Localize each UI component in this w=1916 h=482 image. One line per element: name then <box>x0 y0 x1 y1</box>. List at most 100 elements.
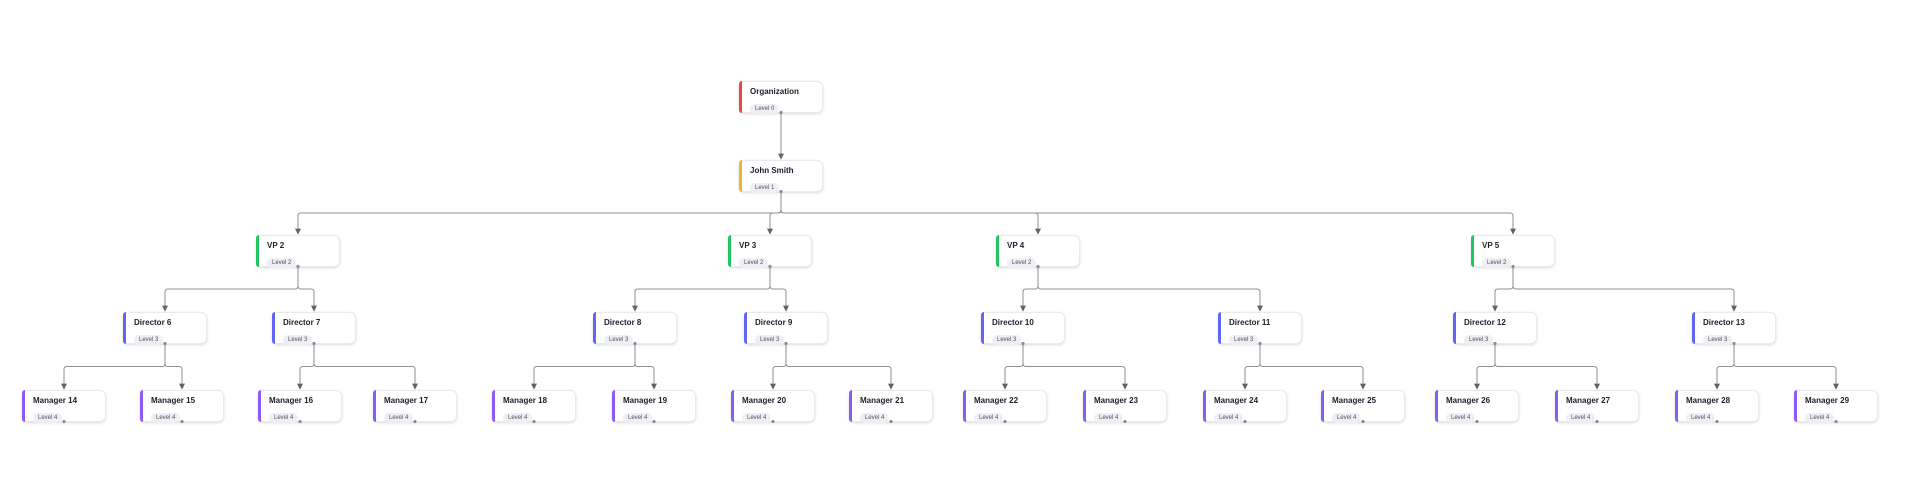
edge-director-12-to-manager-26 <box>1474 344 1496 390</box>
node-level-badge: Level 3 <box>604 335 634 345</box>
node-level-badge: Level 1 <box>750 183 780 193</box>
org-node-director-7[interactable]: Director 7 Level 3 <box>272 312 356 345</box>
node-accent-bar <box>1675 390 1678 422</box>
edge-director-12-to-manager-27 <box>1494 344 1600 390</box>
node-level-badge: Level 4 <box>1446 413 1476 423</box>
org-node-manager-28[interactable]: Manager 28 Level 4 <box>1675 390 1759 423</box>
node-handle-bottom[interactable] <box>1732 342 1736 345</box>
org-node-director-13[interactable]: Director 13 Level 3 <box>1692 312 1776 345</box>
org-node-john-smith[interactable]: John Smith Level 1 <box>739 160 823 193</box>
node-handle-bottom[interactable] <box>779 190 783 193</box>
node-title: VP 4 <box>1007 241 1025 250</box>
node-handle-bottom[interactable] <box>1258 342 1262 345</box>
org-node-vp-3[interactable]: VP 3 Level 2 <box>728 235 812 268</box>
node-title: Manager 16 <box>269 396 314 405</box>
node-accent-bar <box>1471 235 1474 267</box>
org-node-manager-25[interactable]: Manager 25 Level 4 <box>1321 390 1405 423</box>
node-handle-bottom[interactable] <box>1021 342 1025 345</box>
node-title: Manager 22 <box>974 396 1019 405</box>
org-node-manager-21[interactable]: Manager 21 Level 4 <box>849 390 933 423</box>
node-handle-bottom[interactable] <box>779 111 783 114</box>
node-handle-bottom[interactable] <box>1123 420 1127 423</box>
node-handle-bottom[interactable] <box>889 420 893 423</box>
node-accent-bar <box>1453 312 1456 344</box>
node-handle-bottom[interactable] <box>413 420 417 423</box>
node-accent-bar <box>981 312 984 344</box>
node-handle-bottom[interactable] <box>784 342 788 345</box>
edge-vp-5-to-director-12 <box>1492 267 1514 312</box>
org-node-vp-4[interactable]: VP 4 Level 2 <box>996 235 1080 268</box>
org-node-manager-17[interactable]: Manager 17 Level 4 <box>373 390 457 423</box>
node-handle-bottom[interactable] <box>1475 420 1479 423</box>
node-level-badge: Level 4 <box>742 413 772 423</box>
org-node-director-12[interactable]: Director 12 Level 3 <box>1453 312 1537 345</box>
org-node-manager-16[interactable]: Manager 16 Level 4 <box>258 390 342 423</box>
org-node-manager-18[interactable]: Manager 18 Level 4 <box>492 390 576 423</box>
edge-vp-3-to-director-9 <box>769 267 789 312</box>
org-node-manager-19[interactable]: Manager 19 Level 4 <box>612 390 696 423</box>
node-title: Manager 14 <box>33 396 78 405</box>
edge-john-smith-to-vp-2 <box>295 192 782 235</box>
node-accent-bar <box>1218 312 1221 344</box>
node-level-badge: Level 4 <box>269 413 299 423</box>
node-handle-bottom[interactable] <box>62 420 66 423</box>
node-handle-bottom[interactable] <box>771 420 775 423</box>
edge-director-11-to-manager-24 <box>1242 344 1261 390</box>
org-node-manager-15[interactable]: Manager 15 Level 4 <box>140 390 224 423</box>
node-accent-bar <box>373 390 376 422</box>
node-accent-bar <box>1435 390 1438 422</box>
node-level-badge: Level 3 <box>992 335 1022 345</box>
org-node-director-10[interactable]: Director 10 Level 3 <box>981 312 1065 345</box>
org-node-manager-24[interactable]: Manager 24 Level 4 <box>1203 390 1287 423</box>
node-handle-bottom[interactable] <box>1361 420 1365 423</box>
org-node-manager-26[interactable]: Manager 26 Level 4 <box>1435 390 1519 423</box>
org-node-director-11[interactable]: Director 11 Level 3 <box>1218 312 1302 345</box>
node-handle-bottom[interactable] <box>1003 420 1007 423</box>
node-handle-bottom[interactable] <box>652 420 656 423</box>
org-node-vp-2[interactable]: VP 2 Level 2 <box>256 235 340 268</box>
node-handle-bottom[interactable] <box>1511 265 1515 268</box>
edge-director-6-to-manager-15 <box>164 344 185 390</box>
node-handle-bottom[interactable] <box>296 265 300 268</box>
node-accent-bar <box>256 235 259 267</box>
node-handle-bottom[interactable] <box>532 420 536 423</box>
node-accent-bar <box>1203 390 1206 422</box>
node-handle-bottom[interactable] <box>633 342 637 345</box>
node-handle-bottom[interactable] <box>1834 420 1838 423</box>
node-handle-bottom[interactable] <box>312 342 316 345</box>
org-node-manager-29[interactable]: Manager 29 Level 4 <box>1794 390 1878 423</box>
org-node-director-9[interactable]: Director 9 Level 3 <box>744 312 828 345</box>
node-accent-bar <box>849 390 852 422</box>
node-title: Manager 21 <box>860 396 905 405</box>
node-handle-bottom[interactable] <box>768 265 772 268</box>
org-node-director-8[interactable]: Director 8 Level 3 <box>593 312 677 345</box>
node-handle-bottom[interactable] <box>1243 420 1247 423</box>
node-level-badge: Level 2 <box>1007 258 1037 268</box>
org-node-org[interactable]: Organization Level 0 <box>739 81 823 114</box>
node-level-badge: Level 4 <box>1094 413 1124 423</box>
org-node-manager-27[interactable]: Manager 27 Level 4 <box>1555 390 1639 423</box>
node-handle-bottom[interactable] <box>298 420 302 423</box>
node-accent-bar <box>963 390 966 422</box>
node-accent-bar <box>123 312 126 344</box>
org-node-manager-14[interactable]: Manager 14 Level 4 <box>22 390 106 423</box>
org-node-vp-5[interactable]: VP 5 Level 2 <box>1471 235 1555 268</box>
node-title: Manager 23 <box>1094 396 1139 405</box>
node-handle-bottom[interactable] <box>1715 420 1719 423</box>
org-node-manager-22[interactable]: Manager 22 Level 4 <box>963 390 1047 423</box>
node-title: VP 2 <box>267 241 285 250</box>
node-handle-bottom[interactable] <box>1493 342 1497 345</box>
node-level-badge: Level 4 <box>33 413 63 423</box>
org-node-director-6[interactable]: Director 6 Level 3 <box>123 312 207 345</box>
edge-director-13-to-manager-29 <box>1733 344 1839 390</box>
node-accent-bar <box>1321 390 1324 422</box>
node-handle-bottom[interactable] <box>1595 420 1599 423</box>
node-handle-bottom[interactable] <box>163 342 167 345</box>
node-handle-bottom[interactable] <box>1036 265 1040 268</box>
org-node-manager-23[interactable]: Manager 23 Level 4 <box>1083 390 1167 423</box>
node-accent-bar <box>739 160 742 192</box>
org-node-manager-20[interactable]: Manager 20 Level 4 <box>731 390 815 423</box>
node-handle-bottom[interactable] <box>180 420 184 423</box>
